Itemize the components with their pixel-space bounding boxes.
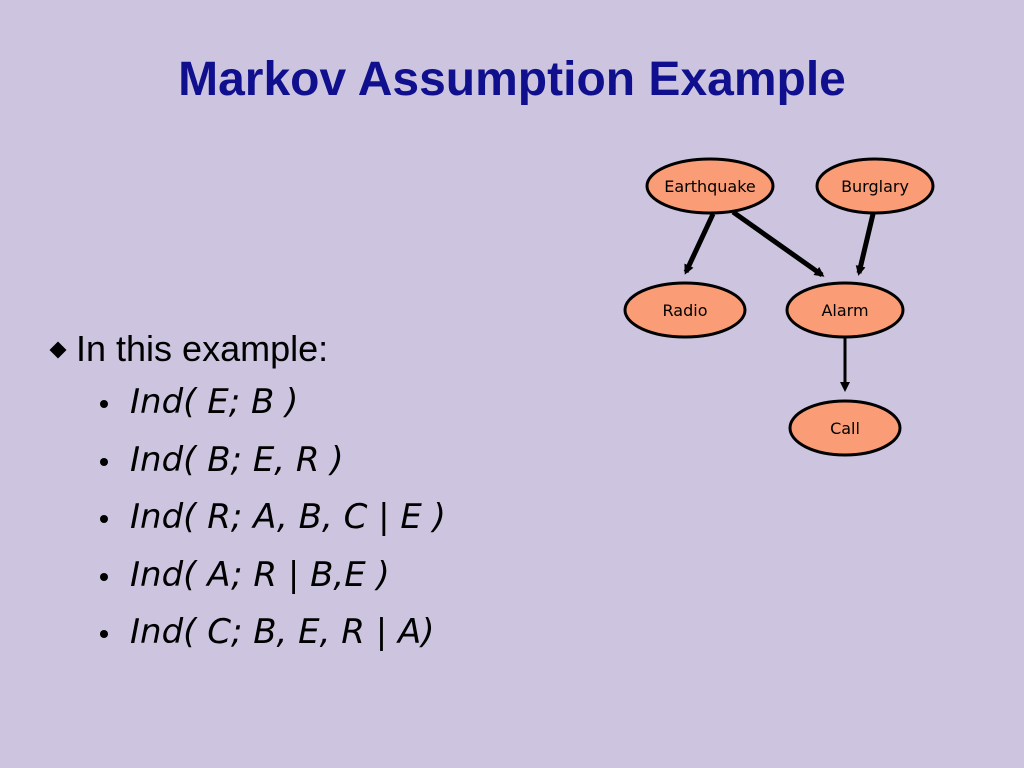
edge-earthquake-alarm xyxy=(731,209,825,278)
node-radio: Radio xyxy=(623,281,747,339)
edge-earthquake-radio xyxy=(683,212,716,275)
intro-bullet: In this example: xyxy=(48,328,328,370)
statement-item: Ind( E; B ) xyxy=(100,382,298,422)
node-earthquake: Earthquake xyxy=(645,157,775,215)
statement-item: Ind( R; A, B, C | E ) xyxy=(100,497,446,537)
node-burglary-label: Burglary xyxy=(841,177,909,196)
dot-bullet-icon xyxy=(100,458,108,466)
node-call-label: Call xyxy=(830,419,860,438)
node-alarm-label: Alarm xyxy=(821,301,868,320)
node-burglary: Burglary xyxy=(815,157,935,215)
diamond-bullet-icon xyxy=(49,341,67,359)
statement-item: Ind( A; R | B,E ) xyxy=(100,555,390,595)
statement-item: Ind( B; E, R ) xyxy=(100,440,344,480)
dot-bullet-icon xyxy=(100,630,108,638)
node-radio-label: Radio xyxy=(663,301,708,320)
statement-item: Ind( C; B, E, R | A) xyxy=(100,612,435,652)
statement-text: Ind( A; R | B,E ) xyxy=(130,555,390,595)
statement-text: Ind( B; E, R ) xyxy=(130,440,344,480)
node-call: Call xyxy=(788,399,902,457)
node-alarm: Alarm xyxy=(785,281,905,339)
dot-bullet-icon xyxy=(100,515,108,523)
statement-text: Ind( C; B, E, R | A) xyxy=(130,612,435,652)
statement-text: Ind( E; B ) xyxy=(130,382,299,422)
dot-bullet-icon xyxy=(100,400,108,408)
dot-bullet-icon xyxy=(100,573,108,581)
node-earthquake-label: Earthquake xyxy=(664,177,756,196)
edge-burglary-alarm xyxy=(855,213,876,276)
statement-text: Ind( R; A, B, C | E ) xyxy=(130,497,446,537)
intro-text: In this example: xyxy=(76,328,329,369)
slide-title: Markov Assumption Example xyxy=(178,53,846,106)
